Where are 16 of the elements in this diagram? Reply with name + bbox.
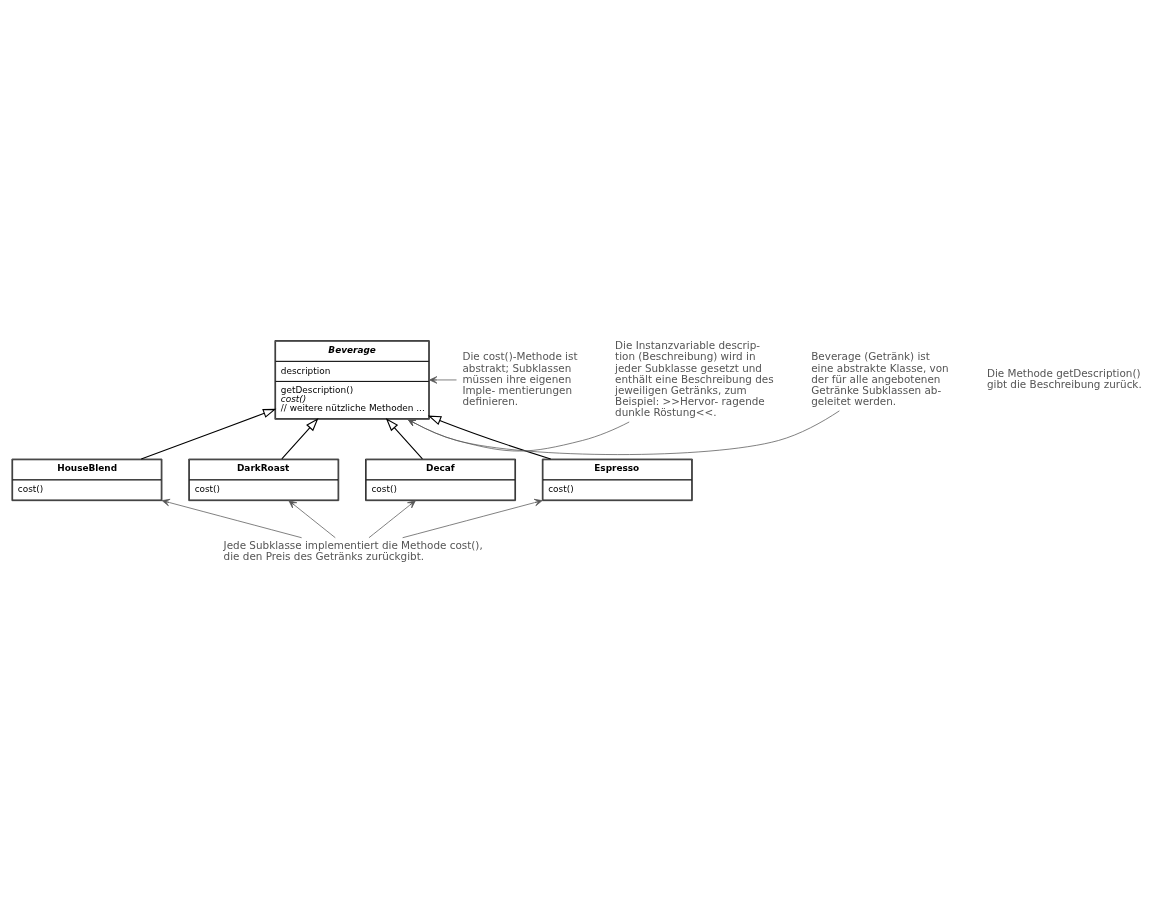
arrow — [407, 418, 630, 452]
arrow — [281, 418, 319, 460]
node-text: Die Instanzvariable descrip- tion (Beschreibung) wird in jeder Subklasse gesetzt und enthält eine Beschreibung des jeweiligen Getränks, zum Beispiel: >>Hervor- ragende dunkle Röstung<<. — [615, 339, 774, 419]
arrow — [407, 410, 840, 455]
arrow — [161, 498, 302, 539]
arrow — [429, 376, 457, 384]
node-text: Die cost()-Methode ist abstrakt; Subklassen müssen ihre eigenen Imple- mentierungen definieren. — [462, 350, 578, 407]
arrow — [385, 418, 423, 460]
arrow — [140, 408, 277, 460]
node-text: Jede Subklasse implementiert die Methode cost(), die den Preis des Getränks zurückgibt. — [223, 539, 483, 563]
arrow — [368, 500, 416, 539]
arrow — [402, 498, 543, 539]
arrow — [288, 500, 336, 539]
node-text: Beverage (Getränk) ist eine abstrakte Klasse, von der für alle angebotenen Getränke Subklassen ab- geleitet werden. — [811, 350, 949, 407]
label: Die Methode getDescription() gibt die Beschreibung zurück. — [986, 367, 1142, 391]
arrow — [427, 415, 552, 460]
